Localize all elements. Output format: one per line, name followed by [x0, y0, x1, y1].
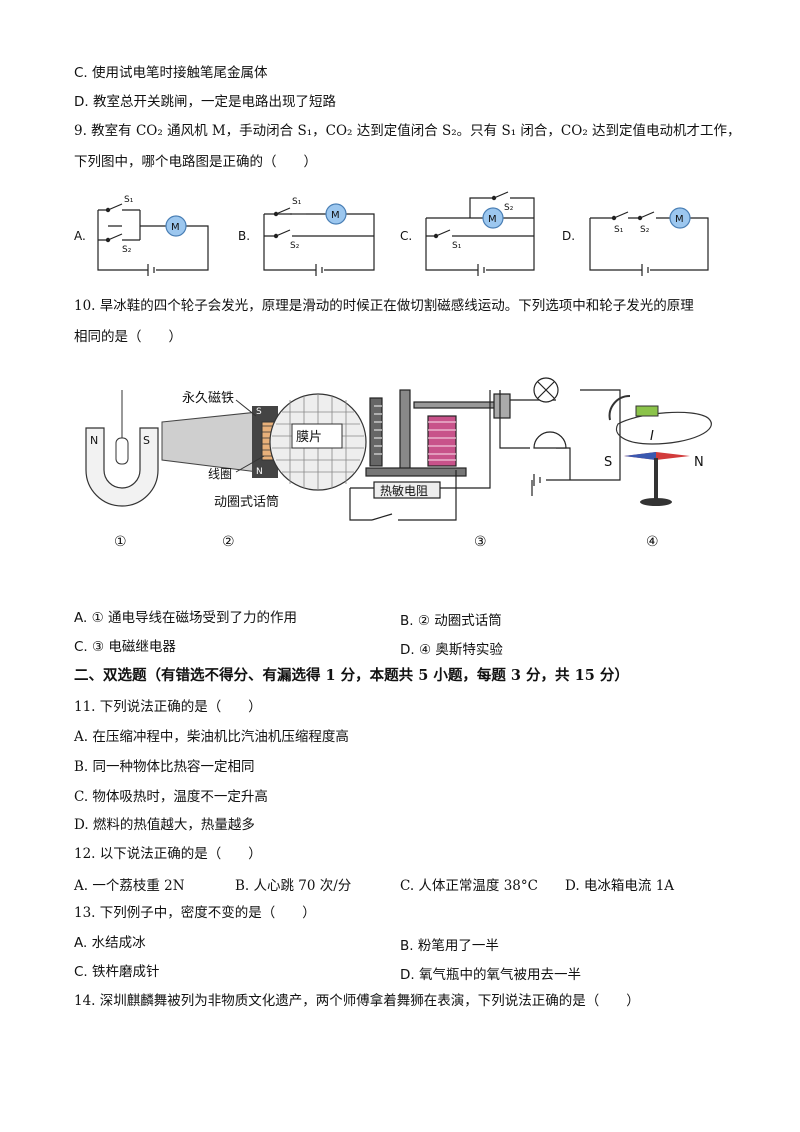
q12-option-c: C. 人体正常温度 38°C	[400, 878, 538, 894]
svg-text:S₂: S₂	[504, 203, 514, 213]
q9-motor-d	[669, 207, 691, 229]
q10-fig-num-3: ③	[474, 534, 487, 550]
q9-label-c: C.	[400, 229, 412, 243]
section2-title: 二、双选题（有错选不得分、有漏选得 1 分，本题共 5 小题，每题 3 分，共 …	[74, 667, 629, 684]
svg-text:动圈式话筒: 动圈式话筒	[214, 494, 279, 510]
q13-option-b: B. 粉笔用了一半	[400, 938, 499, 954]
svg-text:M: M	[675, 214, 684, 225]
q13-option-d: D. 氧气瓶中的氧气被用去一半	[400, 967, 581, 983]
svg-text:S₁: S₁	[292, 197, 302, 207]
q13-stem: 13. 下列例子中，密度不变的是（ ）	[74, 905, 316, 921]
svg-text:N: N	[694, 455, 704, 470]
q8-option-c: C. 使用试电笔时接触笔尾金属体	[74, 65, 268, 81]
q10-option-d: D. ④ 奥斯特实验	[400, 642, 503, 658]
q10-fig1-u-magnet: N S	[85, 390, 159, 507]
svg-text:膜片: 膜片	[296, 430, 322, 445]
svg-text:S₂: S₂	[122, 245, 132, 255]
q10-fig4-oersted: I S N	[604, 394, 712, 506]
q11-stem: 11. 下列说法正确的是（ ）	[74, 699, 262, 715]
svg-text:S₁: S₁	[124, 195, 134, 205]
svg-text:S: S	[256, 407, 262, 417]
svg-text:M: M	[171, 222, 180, 233]
q10-fig-num-4: ④	[646, 534, 659, 550]
q11-option-b: B. 同一种物体比热容一定相同	[74, 759, 255, 775]
q9-circuit-c: M S₂ S₁	[425, 191, 535, 276]
svg-text:I: I	[650, 429, 654, 444]
svg-text:S₁: S₁	[452, 241, 462, 251]
q10-stem-line2: 相同的是（ ）	[74, 329, 182, 345]
q11-option-c: C. 物体吸热时，温度不一定升高	[74, 789, 268, 805]
svg-text:线圈: 线圈	[208, 467, 232, 481]
svg-text:N: N	[256, 467, 263, 477]
q10-fig3-relay: 热敏电阻	[349, 377, 621, 521]
q8-option-d: D. 教室总开关跳闸，一定是电路出现了短路	[74, 94, 336, 110]
svg-text:S: S	[604, 455, 612, 470]
svg-text:N: N	[90, 434, 98, 447]
q11-option-a: A. 在压缩冲程中，柴油机比汽油机压缩程度高	[74, 729, 349, 745]
q10-stem-line1: 10. 旱冰鞋的四个轮子会发光，原理是滑动的时候正在做切割磁感线运动。下列选项中…	[74, 298, 694, 314]
q9-stem-line2: 下列图中，哪个电路图是正确的（ ）	[74, 154, 317, 170]
svg-text:S₂: S₂	[290, 241, 300, 251]
q10-fig2-microphone: 膜片 永久磁铁 线圈 S N 动圈式话筒	[161, 391, 367, 510]
q13-option-c: C. 铁杵磨成针	[74, 964, 160, 980]
q12-stem: 12. 以下说法正确的是（ ）	[74, 846, 262, 862]
q10-fig-num-2: ②	[222, 534, 235, 550]
q10-option-a: A. ① 通电导线在磁场受到了力的作用	[74, 610, 297, 626]
svg-text:S: S	[143, 434, 150, 447]
q9-label-d: D.	[562, 229, 575, 243]
q10-figures: N S 膜片 永久磁铁 线圈 S N 动圈式话筒 热敏电阻	[85, 377, 712, 550]
q10-option-c: C. ③ 电磁继电器	[74, 639, 176, 655]
q9-circuit-diagrams: A. M S₁ S₂ B. M S₁ S₂ C. M S₂ S₁ D.	[74, 191, 709, 276]
q11-option-d: D. 燃料的热值越大，热量越多	[74, 817, 255, 833]
q9-motor-b	[325, 203, 347, 225]
svg-text:M: M	[331, 210, 340, 221]
q9-circuit-a: M S₁ S₂	[97, 195, 209, 276]
svg-text:热敏电阻: 热敏电阻	[380, 483, 428, 498]
q9-stem-line1: 9. 教室有 CO₂ 通风机 M，手动闭合 S₁，CO₂ 达到定值闭合 S₂。只…	[74, 123, 741, 139]
svg-text:M: M	[488, 214, 497, 225]
svg-text:S₁: S₁	[614, 225, 624, 235]
q9-label-a: A.	[74, 229, 86, 243]
q14-stem: 14. 深圳麒麟舞被列为非物质文化遗产，两个师傅拿着舞狮在表演，下列说法正确的是…	[74, 993, 640, 1009]
svg-text:S₂: S₂	[640, 225, 650, 235]
q9-motor-a	[165, 215, 187, 237]
q12-option-a: A. 一个荔枝重 2N	[74, 878, 185, 894]
q9-label-b: B.	[238, 229, 250, 243]
q9-motor-c	[482, 207, 504, 229]
q9-circuit-d: M S₁ S₂	[589, 207, 709, 276]
q12-option-b: B. 人心跳 70 次/分	[235, 878, 352, 894]
q10-option-b: B. ② 动圈式话筒	[400, 613, 502, 629]
svg-text:永久磁铁: 永久磁铁	[182, 391, 234, 406]
q10-fig-num-1: ①	[114, 534, 127, 550]
q13-option-a: A. 水结成冰	[74, 935, 146, 951]
q9-circuit-b: M S₁ S₂	[263, 197, 375, 276]
q12-option-d: D. 电冰箱电流 1A	[565, 878, 675, 894]
